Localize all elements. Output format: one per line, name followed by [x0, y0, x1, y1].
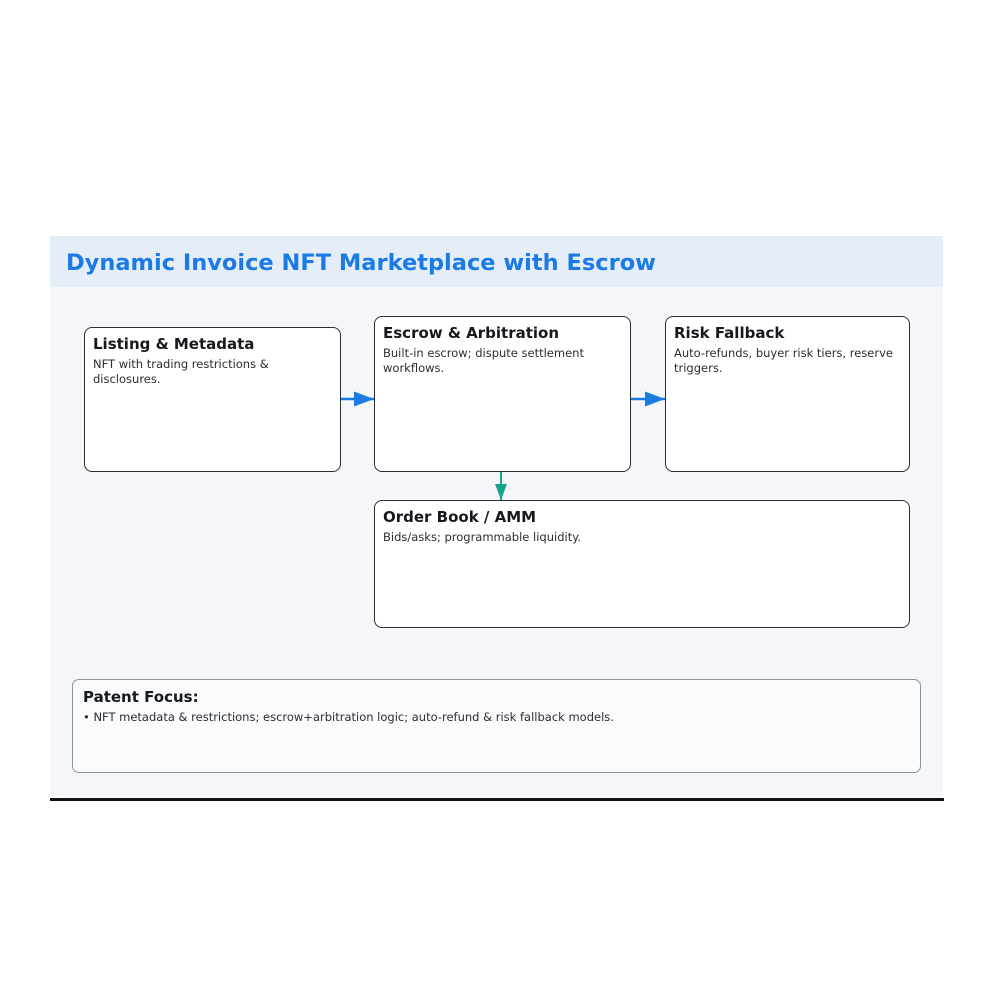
box-title: Order Book / AMM — [383, 508, 537, 526]
header-band — [50, 236, 943, 287]
box-title: Escrow & Arbitration — [383, 324, 560, 342]
bottom-rule — [50, 798, 944, 801]
box-description: NFT with trading restrictions & disclosu… — [93, 357, 269, 386]
box-description: Bids/asks; programmable liquidity. — [383, 530, 582, 544]
box-title: Risk Fallback — [674, 324, 785, 342]
patent-focus-text: • NFT metadata & restrictions; escrow+ar… — [83, 710, 614, 724]
box-order-book-amm: Order Book / AMM Bids/asks; programmable… — [374, 500, 910, 628]
patent-focus-box: Patent Focus: • NFT metadata & restricti… — [72, 679, 921, 773]
box-description: Built-in escrow; dispute settlement work… — [383, 346, 584, 375]
patent-focus-title: Patent Focus: — [83, 688, 199, 706]
box-description: Auto-refunds, buyer risk tiers, reserve … — [674, 346, 893, 375]
box-title: Listing & Metadata — [93, 335, 255, 353]
box-escrow-arbitration: Escrow & Arbitration Built-in escrow; di… — [374, 316, 631, 472]
box-listing-metadata: Listing & Metadata NFT with trading rest… — [84, 327, 341, 472]
diagram-title: Dynamic Invoice NFT Marketplace with Esc… — [66, 250, 656, 276]
box-risk-fallback: Risk Fallback Auto-refunds, buyer risk t… — [665, 316, 910, 472]
